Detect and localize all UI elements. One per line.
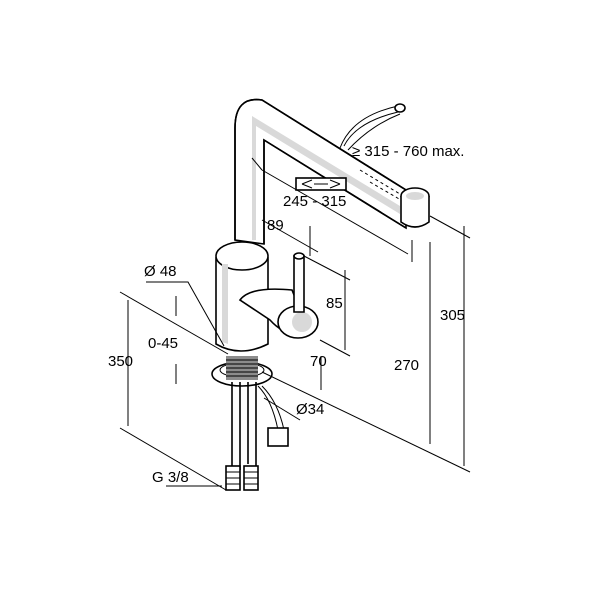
label-pullout-range: ≥ 315 - 760 max. [352, 143, 464, 160]
dim-total-heights [411, 215, 471, 466]
label-handle-offset: 89 [267, 217, 284, 234]
dim-left-height [127, 296, 177, 426]
supply-hoses [225, 382, 289, 491]
base-flange [211, 356, 273, 387]
leader-lines [146, 281, 301, 487]
label-total-height-left: 350 [108, 353, 133, 370]
label-spout-height: 270 [394, 357, 419, 374]
label-body-diameter: Ø 48 [144, 263, 177, 280]
spout-tube [234, 98, 407, 245]
dim-handle-offset [261, 219, 319, 256]
dim-handle-height [303, 255, 351, 390]
label-base-height: 70 [310, 353, 327, 370]
pullout-hose-curve [339, 103, 406, 151]
label-handle-height: 85 [326, 295, 343, 312]
spray-head-extended [359, 169, 430, 228]
label-thickness-range: 0-45 [148, 335, 178, 352]
dim-spout-reach [251, 157, 409, 255]
worktop-lines [119, 291, 471, 491]
faucet-body [215, 241, 319, 352]
label-total-height: 305 [440, 307, 465, 324]
label-hole-diameter: Ø34 [296, 401, 324, 418]
label-connection-thread: G 3/8 [152, 469, 189, 486]
label-spout-reach: 245 - 315 [283, 193, 346, 210]
